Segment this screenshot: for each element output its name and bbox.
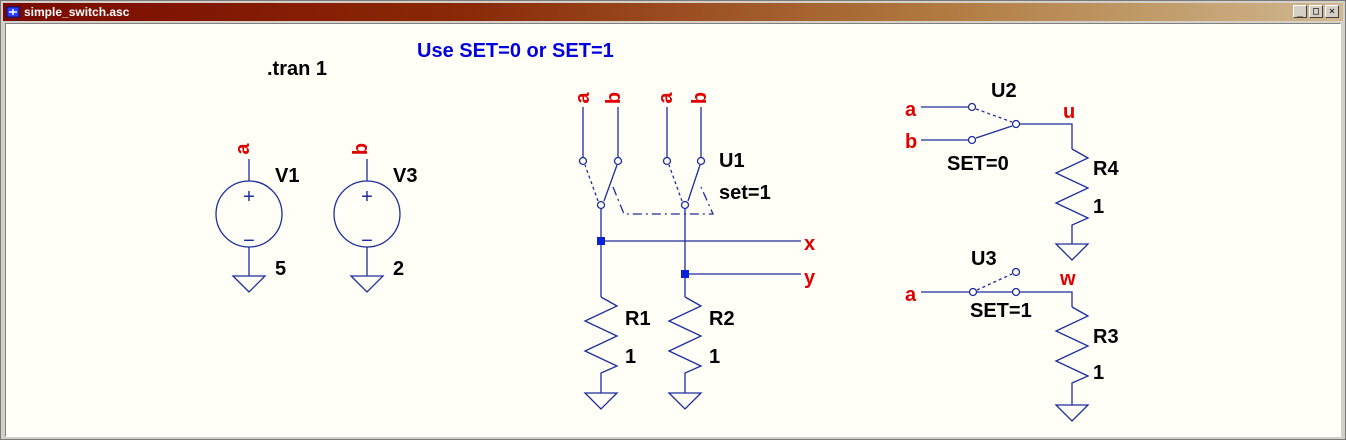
resistor-r4[interactable]: [1054, 148, 1090, 261]
v1-value[interactable]: 5: [275, 258, 286, 280]
v1-minus-sign: −: [243, 230, 255, 252]
u2-input-b: b: [905, 131, 917, 153]
voltage-source-v3[interactable]: + −: [333, 159, 401, 293]
v1-name[interactable]: V1: [275, 165, 299, 187]
r3-name[interactable]: R3: [1093, 326, 1119, 348]
r2-value[interactable]: 1: [709, 346, 720, 368]
r3-value[interactable]: 1: [1093, 362, 1104, 384]
net-label-y: y: [804, 267, 816, 289]
r2-name[interactable]: R2: [709, 308, 735, 330]
u3-param[interactable]: SET=1: [970, 300, 1032, 322]
u2-param[interactable]: SET=0: [947, 153, 1009, 175]
ground-icon: [349, 275, 385, 293]
ground-icon: [231, 275, 267, 293]
u3-name[interactable]: U3: [971, 248, 997, 270]
v1-net-label: a: [232, 143, 254, 155]
ground-icon: [583, 392, 619, 410]
r1-name[interactable]: R1: [625, 308, 651, 330]
ground-icon: [1054, 404, 1090, 422]
tran-directive[interactable]: .tran 1: [267, 58, 327, 80]
u1-name[interactable]: U1: [719, 150, 745, 172]
schematic-canvas[interactable]: .tran 1 Use SET=0 or SET=1 + − a V1 5: [5, 23, 1341, 437]
u1-input-a1: a: [572, 92, 594, 104]
u1-input-b2: b: [689, 92, 711, 104]
v3-minus-sign: −: [361, 230, 373, 252]
net-label-w: w: [1059, 268, 1076, 290]
set-comment[interactable]: Use SET=0 or SET=1: [417, 40, 614, 62]
switch-u2[interactable]: [921, 102, 1073, 150]
title-bar[interactable]: simple_switch.asc _ □ ×: [3, 3, 1343, 21]
u1-param[interactable]: set=1: [719, 182, 771, 204]
resistor-r3[interactable]: [1054, 306, 1090, 422]
resistor-r2[interactable]: [667, 296, 703, 410]
r4-value[interactable]: 1: [1093, 196, 1104, 218]
v3-name[interactable]: V3: [393, 165, 417, 187]
minimize-button[interactable]: _: [1293, 5, 1307, 18]
voltage-source-v1[interactable]: + −: [215, 159, 283, 293]
v3-value[interactable]: 2: [393, 258, 404, 280]
ground-icon: [1054, 243, 1090, 261]
schematic-drawing[interactable]: .tran 1 Use SET=0 or SET=1 + − a V1 5: [6, 24, 1341, 437]
u2-name[interactable]: U2: [991, 80, 1017, 102]
r1-value[interactable]: 1: [625, 346, 636, 368]
net-label-x: x: [804, 233, 815, 255]
v3-plus-sign: +: [361, 186, 373, 208]
u1-input-b1: b: [603, 92, 625, 104]
ground-icon: [667, 392, 703, 410]
v3-net-label: b: [350, 143, 372, 155]
u2-input-a: a: [905, 99, 917, 121]
resistor-r1[interactable]: [583, 296, 619, 410]
close-button[interactable]: ×: [1325, 5, 1339, 18]
maximize-button[interactable]: □: [1309, 5, 1323, 18]
schematic-icon: [6, 6, 20, 18]
v1-plus-sign: +: [243, 186, 255, 208]
u3-input-a: a: [905, 284, 917, 306]
r4-name[interactable]: R4: [1093, 158, 1119, 180]
u1-input-a2: a: [655, 92, 677, 104]
switch-u3[interactable]: [921, 267, 1073, 308]
window-title: simple_switch.asc: [24, 5, 130, 19]
net-label-u: u: [1063, 101, 1075, 123]
switch-u1[interactable]: [578, 107, 802, 297]
